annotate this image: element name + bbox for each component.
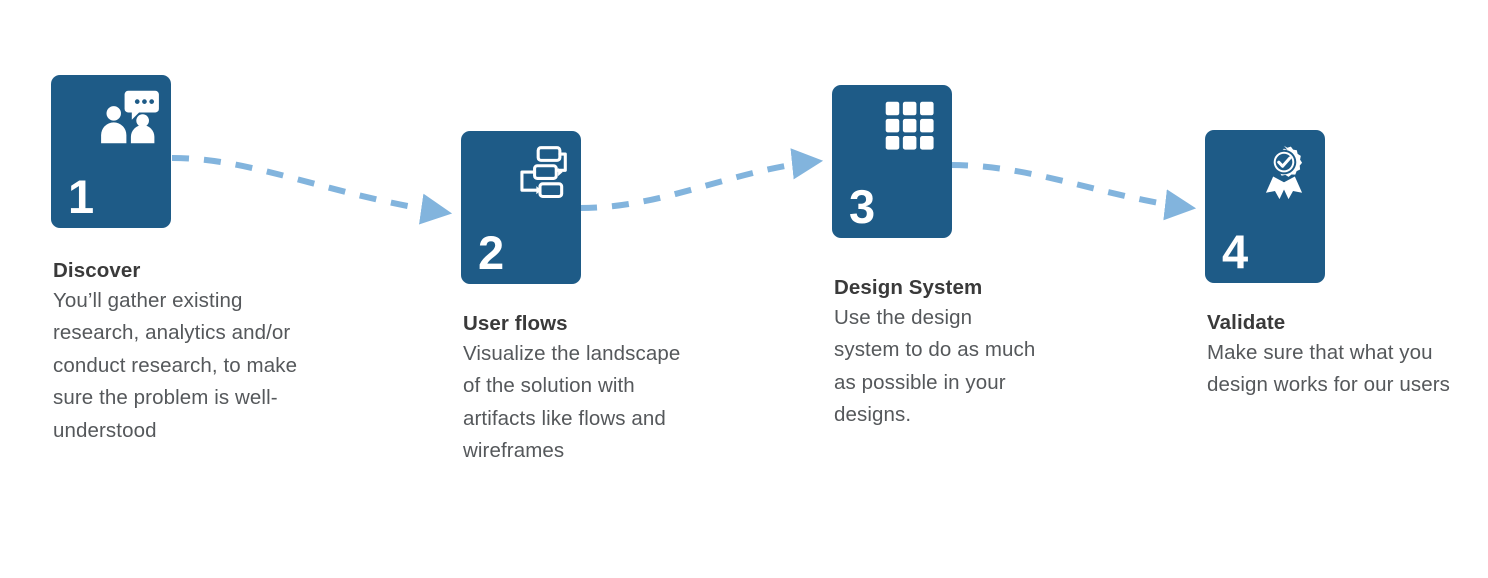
step-2: 2 User flows Visualize the landscape of … xyxy=(461,131,680,462)
connector-3-to-4 xyxy=(950,162,1197,221)
award-check-icon xyxy=(1255,144,1313,200)
step-3-description: Use the design system to do as much as p… xyxy=(834,306,1036,427)
step-3: 3 Design System Use the design system to… xyxy=(832,85,1035,426)
step-1-card: 1 xyxy=(51,75,171,228)
step-4-title: Validate xyxy=(1207,311,1286,334)
step-2-card: 2 xyxy=(461,131,581,284)
step-4-description: Make sure that what you design works for… xyxy=(1207,341,1451,397)
step-3-card: 3 xyxy=(832,85,952,238)
step-3-title: Design System xyxy=(834,276,983,299)
step-1-text: Discover You’ll gather existing research… xyxy=(53,256,303,447)
people-chat-icon xyxy=(101,89,159,145)
connector-2-to-3 xyxy=(579,148,824,211)
step-1-number: 1 xyxy=(68,170,94,223)
step-1: 1 Discover You’ll gather existing resear… xyxy=(51,75,297,442)
step-4-number: 4 xyxy=(1222,225,1248,278)
step-2-text: User flows Visualize the landscape of th… xyxy=(463,309,688,468)
step-2-title: User flows xyxy=(463,312,568,335)
step-2-description: Visualize the landscape of the solution … xyxy=(463,342,681,463)
step-1-title: Discover xyxy=(53,259,141,282)
step-3-text: Design System Use the design system to d… xyxy=(834,273,1039,432)
step-4-card: 4 xyxy=(1205,130,1325,283)
step-4: 4 Validate Make sure that what you desig… xyxy=(1205,130,1450,396)
step-2-number: 2 xyxy=(478,226,504,279)
step-3-number: 3 xyxy=(849,180,875,233)
grid-icon xyxy=(882,99,940,155)
connector-1-to-2 xyxy=(171,155,453,225)
step-4-text: Validate Make sure that what you design … xyxy=(1207,308,1457,402)
flowchart-icon xyxy=(511,145,569,201)
step-1-description: You’ll gather existing research, analyti… xyxy=(53,289,298,442)
